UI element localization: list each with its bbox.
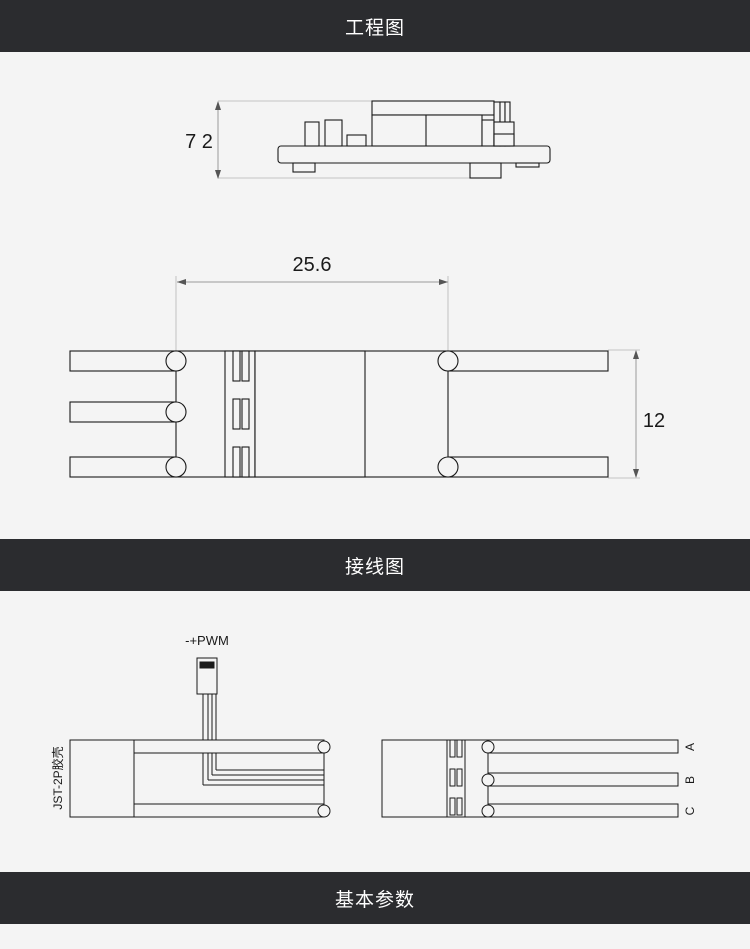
side-view-esc: [277, 100, 551, 179]
section-header-engineering: 工程图: [0, 0, 750, 52]
phase-wire-a: [487, 739, 679, 754]
power-pad-bottom: [317, 804, 331, 818]
solder-pad-left-2: [165, 401, 187, 423]
side-component-2: [324, 119, 343, 147]
esc-slot-2: [456, 739, 463, 758]
power-pad-top: [317, 740, 331, 754]
side-pad-right: [515, 162, 540, 168]
esc-slot-5: [449, 797, 456, 816]
solder-pad-left-1: [165, 350, 187, 372]
esc-slot-1: [449, 739, 456, 758]
signal-label: -+PWM: [185, 633, 229, 648]
engineering-drawing-panel: 7 2 25.6: [0, 52, 750, 539]
esc-slot-4: [456, 768, 463, 787]
section-title-wiring: 接线图: [344, 555, 405, 578]
width-arrow-left: [177, 279, 186, 285]
height-dim-label: 7 2: [185, 131, 213, 153]
side-component-3: [346, 134, 367, 147]
slot-5: [232, 446, 241, 478]
slot-6: [241, 446, 250, 478]
solder-pad-left-3: [165, 456, 187, 478]
depth-dim-label: 12: [643, 410, 665, 432]
depth-arrow-top: [633, 350, 639, 359]
solder-pad-right-1: [437, 350, 459, 372]
params-panel: [0, 924, 750, 949]
side-pad-mid: [469, 162, 502, 179]
phase-wire-c: [487, 803, 679, 818]
wire-stub-left-2: [69, 401, 177, 423]
jst-plug-slot: [199, 661, 215, 669]
slot-1: [232, 350, 241, 382]
section-title-engineering: 工程图: [344, 16, 405, 39]
power-wire-bottom: [133, 803, 325, 818]
height-arrow-bottom: [215, 170, 221, 179]
width-dim-label: 25.6: [293, 254, 332, 276]
depth-arrow-bottom: [633, 469, 639, 478]
esc-body: [381, 739, 489, 818]
height-arrow-top: [215, 101, 221, 110]
wire-stub-left-3: [69, 456, 177, 478]
slot-4: [241, 398, 250, 430]
phase-pad-c: [481, 804, 495, 818]
wiring-diagram-panel: -+PWM: [0, 591, 750, 872]
solder-pad-right-2: [437, 456, 459, 478]
wire-stub-right-1: [447, 350, 609, 372]
slot-2: [241, 350, 250, 382]
phase-wire-b: [487, 772, 679, 787]
esc-slot-6: [456, 797, 463, 816]
top-view-esc: [69, 350, 609, 478]
section-header-wiring: 接线图: [0, 539, 750, 591]
jst-housing: [69, 739, 135, 818]
connector-label: JST-2P胶壳: [50, 746, 65, 809]
side-mcu-block: [371, 114, 483, 147]
side-pad-left: [292, 162, 316, 173]
wire-stub-right-2: [447, 456, 609, 478]
phase-pad-a: [481, 740, 495, 754]
side-cap: [481, 119, 495, 147]
side-heatsink-top: [371, 100, 495, 116]
wiring-diagram: -+PWM: [50, 633, 697, 818]
wire-stub-left-1: [69, 350, 177, 372]
engineering-drawing: 7 2 25.6: [69, 100, 665, 479]
wiring-lines: [69, 657, 679, 818]
phase-pad-b: [481, 773, 495, 787]
side-component-1: [304, 121, 320, 147]
power-wire-top: [133, 739, 325, 754]
slot-3: [232, 398, 241, 430]
phase-label-c: C: [683, 806, 697, 815]
top-mcu-block: [254, 350, 366, 478]
section-title-params: 基本参数: [334, 888, 415, 911]
side-board: [277, 145, 551, 164]
side-connector-base: [493, 133, 515, 147]
esc-slot-3: [449, 768, 456, 787]
section-header-params: 基本参数: [0, 872, 750, 924]
width-arrow-right: [439, 279, 448, 285]
phase-label-b: B: [683, 776, 697, 784]
phase-label-a: A: [683, 743, 697, 751]
